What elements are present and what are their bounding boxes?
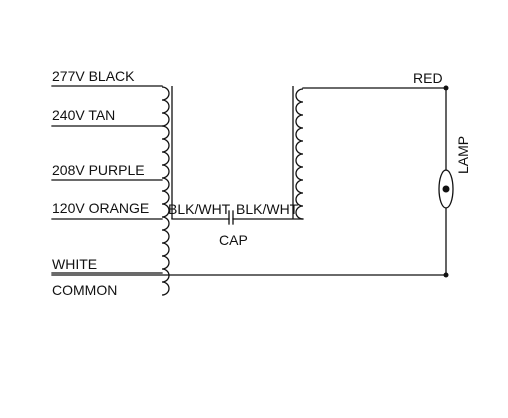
- label-blk-wht-left: BLK/WHT: [168, 201, 231, 217]
- label-cap: CAP: [219, 232, 248, 248]
- label-blk-wht-right: BLK/WHT: [236, 201, 299, 217]
- primary-winding: [161, 86, 170, 296]
- label-common: COMMON: [52, 282, 117, 298]
- junction-red: [443, 85, 449, 91]
- label-277v-black: 277V BLACK: [52, 68, 135, 84]
- label-lamp: LAMP: [455, 136, 471, 174]
- label-208v-purple: 208V PURPLE: [52, 162, 145, 178]
- junction-common: [443, 272, 449, 278]
- label-white: WHITE: [52, 256, 97, 272]
- secondary-winding: [295, 88, 304, 220]
- label-red: RED: [413, 70, 443, 86]
- label-240v-tan: 240V TAN: [52, 107, 115, 123]
- label-120v-orange: 120V ORANGE: [52, 200, 149, 216]
- lamp-symbol: [438, 169, 454, 209]
